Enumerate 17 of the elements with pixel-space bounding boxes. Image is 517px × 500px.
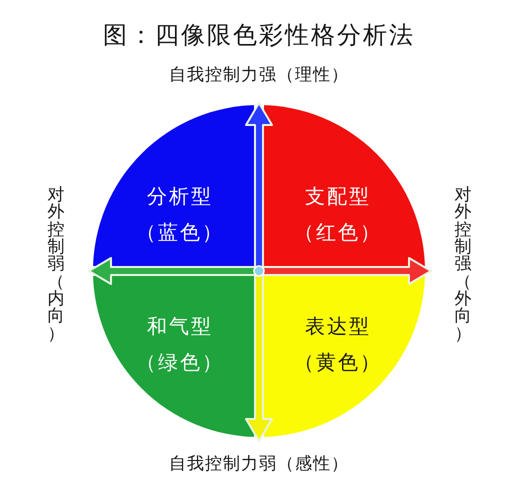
quadrant-sector: [264, 276, 425, 437]
quadrant-title: 和气型: [147, 315, 213, 338]
axis-label: 对外控制弱（内向）: [48, 187, 64, 343]
quadrant-title: 支配型: [305, 185, 371, 208]
quadrant-title: 分析型: [147, 185, 213, 208]
quadrant-sector: [264, 105, 425, 266]
quadrant-sector: [93, 105, 254, 266]
axis-label: 自我控制力弱（感性）: [169, 455, 349, 475]
diagram-title: 图：四像限色彩性格分析法: [103, 22, 415, 50]
quadrant-subtitle: （红色）: [294, 221, 382, 244]
quadrant-title: 表达型: [305, 315, 371, 338]
axis-label: 对外控制强（外向）: [454, 187, 472, 343]
quadrant-subtitle: （黄色）: [294, 351, 382, 374]
quadrant-subtitle: （蓝色）: [136, 221, 224, 244]
quadrant-subtitle: （绿色）: [136, 351, 224, 374]
axis-label: 自我控制力强（理性）: [169, 66, 349, 86]
quadrant-sector: [93, 276, 254, 437]
